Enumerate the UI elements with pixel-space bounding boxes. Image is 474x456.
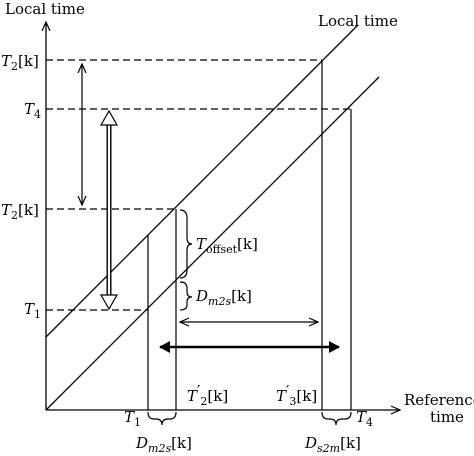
y-axis-label: Local time [5,0,85,18]
axes [46,22,400,410]
brace-d-m2s-side [179,281,193,311]
x-axis-label-line1: Reference [404,391,474,409]
arrow-t4-t1-interval [99,109,119,311]
brace-d-m2s-bottom [147,411,177,426]
local-time-line [45,24,359,338]
local-time-line-label: Local time [318,12,398,30]
tick-t4: T4 [24,100,41,121]
x-axis-label-line2: time [430,408,464,426]
label-t3-prime: T′3[k] [276,382,317,408]
brace-t-offset [179,209,193,279]
reference-time-line [45,76,380,411]
label-d-m2s-bottom: Dm2s[k] [135,434,192,455]
tick-t2-mid: T2[k] [1,201,39,222]
brace-d-s2m-bottom [321,411,352,426]
label-t1-bottom: T1 [124,408,141,429]
label-d-s2m-bottom: Ds2m[k] [304,434,361,455]
tick-t1: T1 [24,300,41,321]
label-d-m2s-side: Dm2s[k] [195,287,252,308]
label-t-offset: Toffset[k] [196,235,258,256]
tick-t2-top: T2[k] [1,52,39,73]
label-t4-bottom: T4 [356,408,373,429]
label-t2-prime: T′2[k] [187,382,228,408]
